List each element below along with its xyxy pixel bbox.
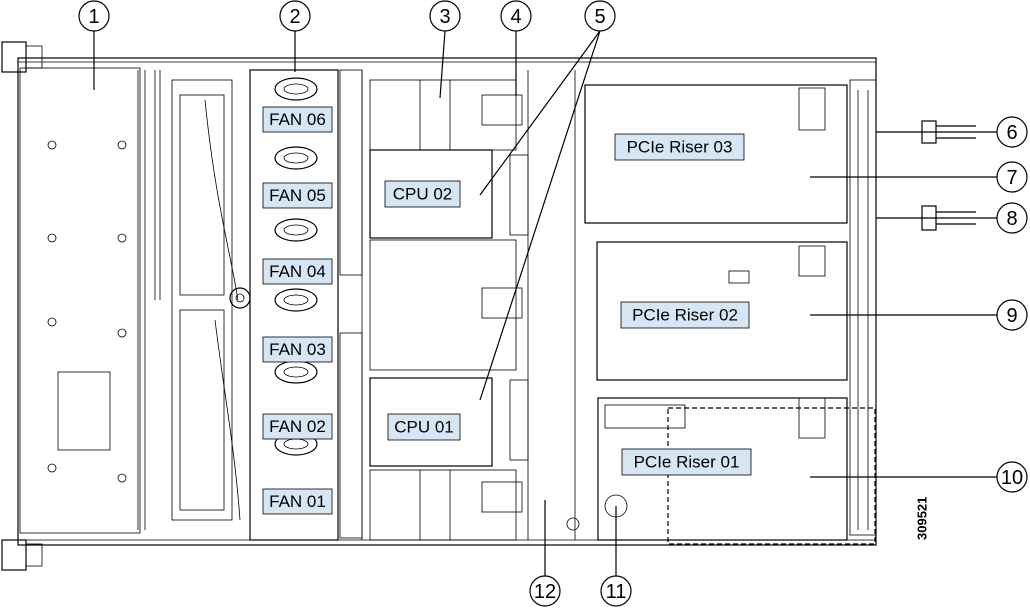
cpu-01-heatsink	[369, 377, 493, 467]
midplane-area	[171, 79, 251, 521]
cpu-01-label: CPU 01	[387, 413, 461, 441]
pcie-riser-03	[584, 84, 848, 224]
fan-wheel	[274, 77, 318, 101]
pcie-riser-02	[596, 241, 848, 381]
svg-text:4: 4	[510, 6, 521, 28]
svg-text:6: 6	[1006, 122, 1017, 144]
svg-text:FAN 03: FAN 03	[269, 340, 326, 359]
pcie-riser-01	[597, 397, 876, 545]
callout-6: 6	[996, 116, 1028, 148]
fan-05-label: FAN 05	[262, 182, 333, 209]
cpu-02-heatsink	[369, 149, 493, 239]
svg-text:10: 10	[1001, 467, 1023, 489]
callout-10: 10	[996, 461, 1028, 493]
fan-06-label: FAN 06	[262, 106, 333, 133]
figure-id: 309521	[915, 497, 930, 540]
fan-02-label: FAN 02	[262, 413, 333, 440]
svg-text:11: 11	[606, 581, 627, 603]
pcie-riser-03-label: PCIe Riser 03	[614, 133, 745, 161]
svg-text:FAN 05: FAN 05	[269, 186, 326, 205]
svg-text:7: 7	[1006, 167, 1017, 189]
callout-3: 3	[429, 0, 461, 32]
svg-text:CPU 02: CPU 02	[393, 185, 453, 204]
svg-text:5: 5	[594, 6, 605, 28]
front-label-plate	[57, 371, 111, 451]
svg-text:FAN 02: FAN 02	[269, 417, 326, 436]
pcie-riser-02-label: PCIe Riser 02	[620, 301, 750, 329]
svg-text:PCIe Riser 03: PCIe Riser 03	[627, 138, 733, 157]
fan-04-label: FAN 04	[262, 258, 333, 285]
drive-bay-area	[19, 67, 161, 534]
fan-wheel	[274, 218, 318, 242]
callout-2: 2	[279, 0, 311, 32]
callout-1: 1	[78, 0, 110, 32]
riser-01-dashed-region	[667, 407, 876, 545]
callout-11: 11	[600, 575, 632, 607]
dimm-slots-upper	[369, 79, 517, 151]
pcie-riser-01-label: PCIe Riser 01	[621, 448, 752, 476]
svg-text:12: 12	[534, 581, 556, 603]
svg-text:2: 2	[289, 6, 300, 28]
svg-text:3: 3	[439, 6, 450, 28]
dimm-slots-lower	[369, 469, 517, 541]
cpu-dimm-area	[361, 70, 529, 541]
callout-7: 7	[996, 161, 1028, 193]
callout-4: 4	[500, 0, 532, 32]
rear-slot-brackets	[849, 79, 877, 536]
callout-9: 9	[996, 299, 1028, 331]
svg-text:FAN 04: FAN 04	[269, 262, 326, 281]
svg-text:PCIe Riser 01: PCIe Riser 01	[634, 453, 740, 472]
svg-text:FAN 06: FAN 06	[269, 110, 326, 129]
fan-wheel	[274, 360, 318, 384]
cpu-02-label: CPU 02	[384, 180, 461, 208]
svg-text:PCIe Riser 02: PCIe Riser 02	[632, 306, 738, 325]
svg-text:1: 1	[88, 6, 99, 28]
callout-5: 5	[584, 0, 616, 32]
svg-text:CPU 01: CPU 01	[394, 418, 454, 437]
center-channel	[527, 70, 580, 540]
rack-ear-bottom	[1, 539, 43, 571]
dimm-slots-middle	[369, 239, 517, 371]
fan-03-label: FAN 03	[262, 336, 333, 363]
callout-12: 12	[529, 575, 561, 607]
svg-text:8: 8	[1006, 208, 1017, 230]
fan-01-label: FAN 01	[262, 488, 333, 515]
leader-lines	[93, 30, 997, 576]
svg-text:9: 9	[1006, 305, 1017, 327]
rack-ear-top	[1, 41, 43, 73]
fan-wheel	[274, 288, 318, 312]
callout-8: 8	[996, 202, 1028, 234]
fan-wheel	[274, 146, 318, 170]
svg-text:FAN 01: FAN 01	[269, 492, 326, 511]
